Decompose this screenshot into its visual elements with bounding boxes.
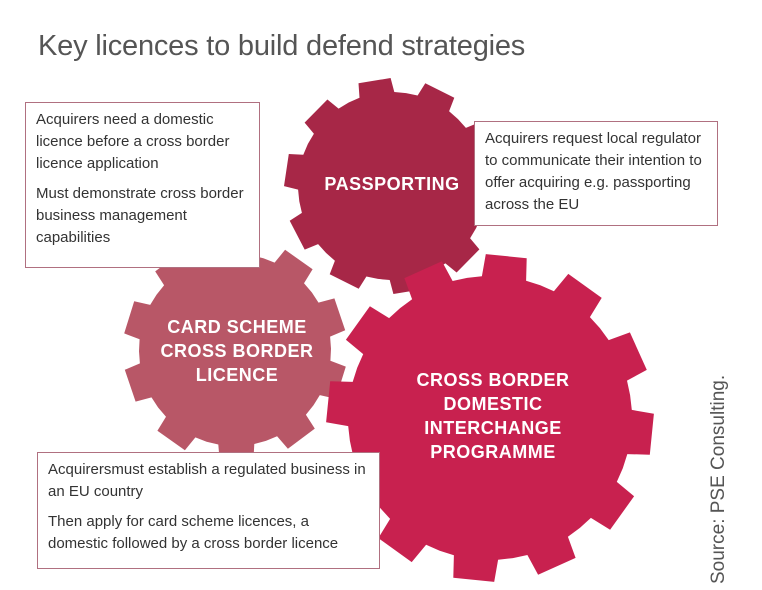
interchange-label-line: PROGRAMME [430, 442, 556, 462]
interchange-gear [326, 254, 654, 582]
interchange-label-line: INTERCHANGE [424, 418, 562, 438]
passporting-label-line: PASSPORTING [324, 174, 460, 194]
page-title: Key licences to build defend strategies [38, 30, 526, 62]
note-text: Acquirers need a domestic licence before… [36, 111, 230, 172]
card-scheme-label: CARD SCHEME CROSS BORDER LICENCE [155, 315, 319, 387]
card-scheme-label-line: CARD SCHEME [167, 317, 307, 337]
interchange-label-line: DOMESTIC [443, 394, 543, 414]
note-text: Then apply for card scheme licences, a d… [48, 513, 339, 552]
note-bottom-left: Acquirersmust establish a regulated busi… [37, 452, 380, 569]
card-scheme-label-line: CROSS BORDER [160, 341, 314, 361]
passporting-label: PASSPORTING [322, 172, 462, 196]
note-top-right: Acquirers request local regulator to com… [474, 121, 718, 226]
note-text: Acquirers request local regulator to com… [485, 130, 702, 213]
note-text: Acquirersmust establish a regulated busi… [48, 461, 366, 500]
note-top-left: Acquirers need a domestic licence before… [25, 102, 260, 268]
interchange-label-line: CROSS BORDER [416, 370, 570, 390]
card-scheme-label-line: LICENCE [195, 365, 279, 385]
card-scheme-gear [124, 239, 346, 461]
interchange-label: CROSS BORDER DOMESTIC INTERCHANGE PROGRA… [398, 368, 588, 464]
source-credit: Source: PSE Consulting. [708, 374, 729, 584]
note-text: Must demonstrate cross border business m… [36, 185, 244, 246]
passporting-gear [284, 78, 500, 294]
